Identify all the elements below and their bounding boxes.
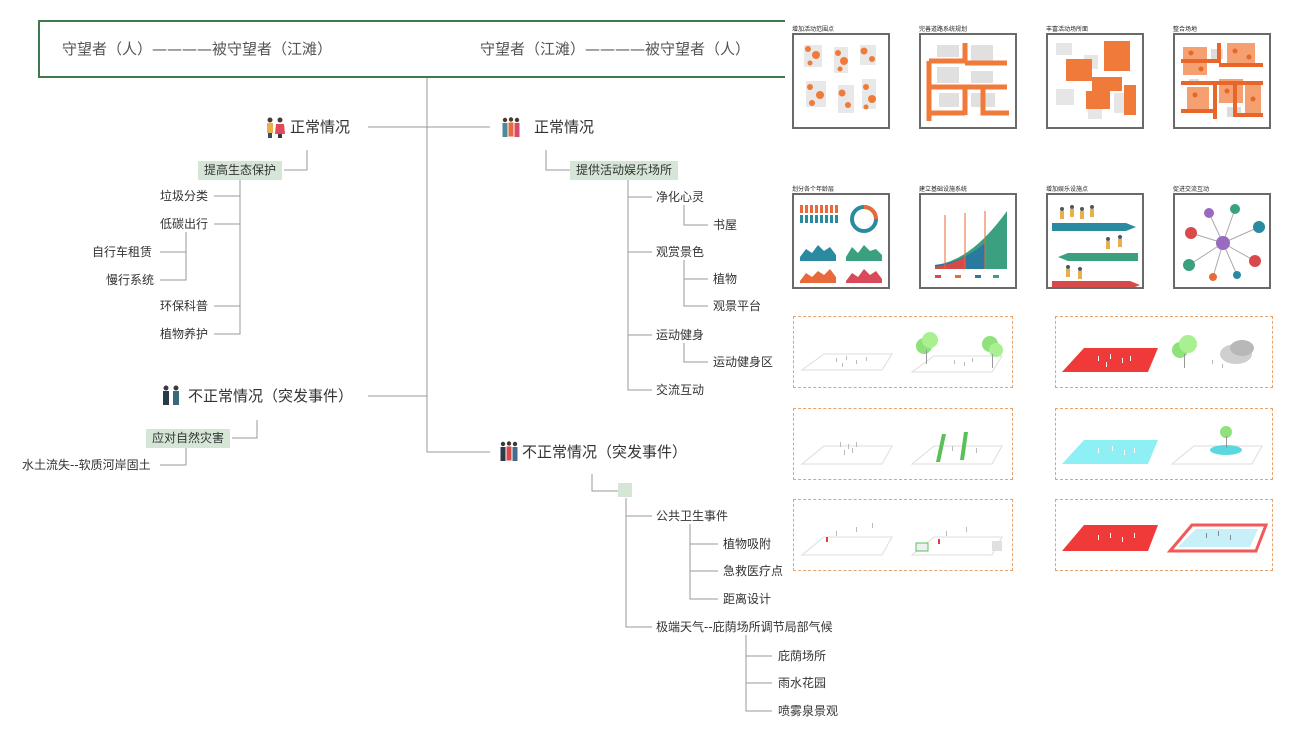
disaster-tag: 应对自然灾害: [146, 429, 231, 448]
empty-node: [618, 483, 632, 497]
card-title-8: 促进交流互动: [1173, 186, 1210, 193]
node-shade-place: 庇荫场所: [778, 649, 827, 663]
scene-rain-garden: [1170, 426, 1263, 465]
node-slow-traffic: 慢行系统: [106, 273, 155, 287]
right-normal-title: 正常情况: [534, 118, 595, 136]
scene-green-strips: [910, 432, 1003, 465]
people-dark-icon: [163, 385, 179, 405]
card-age-groups: [792, 193, 890, 289]
card-interaction: [1173, 193, 1271, 289]
card-title-1: 增加活动范围点: [792, 26, 835, 33]
card-road-system: [919, 33, 1017, 129]
card-recreation-points: [1046, 193, 1144, 289]
card-title-2: 完善道路系统规划: [919, 26, 968, 33]
scene-trees-plaza: [910, 332, 1003, 373]
scene-mist-fountain: [1166, 523, 1269, 553]
node-sports-area: 运动健身区: [713, 355, 774, 369]
couple-icon: [267, 117, 285, 138]
right-abnormal-title: 不正常情况（突发事件）: [522, 443, 688, 461]
card-title-6: 建立基础设施系统: [919, 186, 968, 193]
node-bookhouse: 书屋: [713, 218, 738, 232]
node-mist-fountain: 喷雾泉景观: [778, 704, 839, 718]
header-left-text: 守望者（人）————被守望者（江滩）: [62, 40, 333, 58]
scene-people-plaza: [800, 442, 893, 465]
node-purify-mind: 净化心灵: [656, 190, 705, 204]
scenario-panel-3: [793, 408, 1013, 480]
node-plant-absorption: 植物吸附: [723, 537, 772, 551]
card-title-4: 整合场地: [1173, 26, 1198, 33]
scenario-panel-5: [793, 499, 1013, 571]
node-eco-education: 环保科普: [160, 299, 209, 313]
node-sports: 运动健身: [656, 328, 705, 342]
people-group-icon: [500, 441, 518, 461]
node-plant-care: 植物养护: [160, 327, 209, 341]
node-bike-rental: 自行车租赁: [92, 245, 153, 259]
card-integrate-site: [1173, 33, 1271, 129]
card-title-3: 丰富活动场所面: [1046, 26, 1089, 33]
left-abnormal-title: 不正常情况（突发事件）: [188, 387, 354, 405]
card-title-7: 增加娱乐设施点: [1046, 186, 1089, 193]
header-box: [38, 20, 785, 78]
people-mixed-icon: [502, 117, 520, 137]
node-interaction: 交流互动: [656, 383, 705, 397]
node-extreme-weather: 极端天气--庇荫场所调节局部气候: [656, 620, 833, 634]
card-activity-points: [792, 33, 890, 129]
node-public-health: 公共卫生事件: [656, 509, 729, 523]
scene-shade-trees: [1172, 335, 1254, 368]
scene-red-plaza: [1062, 348, 1158, 372]
scene-cyan-plaza: [1062, 440, 1158, 464]
node-soil-erosion: 水土流失--软质河岸固土: [22, 458, 151, 472]
card-activity-areas: [1046, 33, 1144, 129]
node-first-aid: 急救医疗点: [723, 564, 784, 578]
node-viewing-platform: 观景平台: [713, 299, 762, 313]
eco-protection-tag: 提高生态保护: [198, 161, 283, 180]
header-right-text: 守望者（江滩）————被守望者（人）: [480, 40, 751, 58]
node-plants: 植物: [713, 272, 738, 286]
node-rain-garden: 雨水花园: [778, 676, 827, 690]
node-garbage-sorting: 垃圾分类: [160, 189, 209, 203]
node-low-carbon: 低碳出行: [160, 217, 209, 231]
card-title-5: 划分各个年龄层: [792, 186, 835, 193]
scenario-panel-1: [793, 316, 1013, 388]
scene-first-aid: [910, 527, 1003, 556]
node-distance-design: 距离设计: [723, 592, 772, 606]
scene-red-plaza-2: [1062, 525, 1158, 551]
scene-spaced-people: [800, 523, 893, 556]
node-viewing: 观赏景色: [656, 245, 705, 259]
card-infrastructure: [919, 193, 1017, 289]
scene-empty-plaza: [800, 353, 893, 371]
left-normal-title: 正常情况: [290, 118, 351, 136]
venue-tag: 提供活动娱乐场所: [570, 161, 679, 180]
